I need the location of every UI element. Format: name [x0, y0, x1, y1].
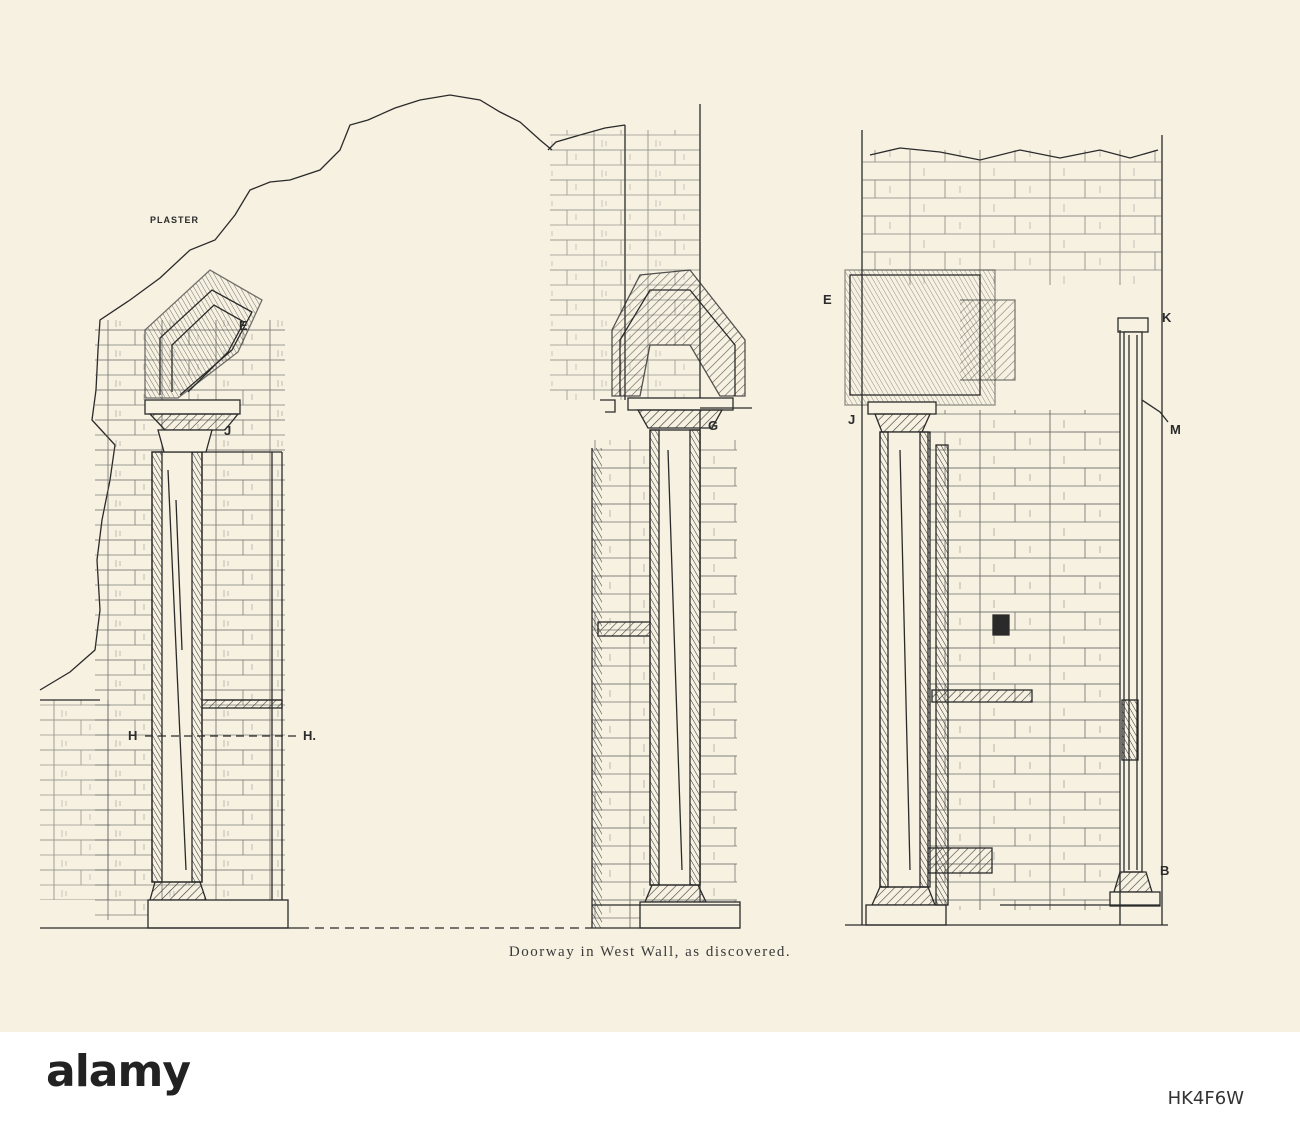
label-k-right: K: [1162, 310, 1172, 325]
left-jamb: [39, 94, 553, 929]
label-m-right: M: [1170, 422, 1181, 437]
label-b-right: B: [1160, 863, 1170, 878]
label-g-mid: G: [708, 418, 719, 433]
middle-jamb: [547, 104, 752, 929]
label-e-right: E: [823, 292, 832, 307]
plate-caption: Doorway in West Wall, as discovered.: [508, 944, 792, 960]
label-e-left: E: [239, 318, 248, 333]
stock-footer: alamy HK4F6W: [0, 1032, 1300, 1121]
label-j-left: J: [224, 423, 232, 438]
right-elevation: [844, 130, 1169, 926]
plaster-label: PLASTER: [150, 215, 200, 225]
label-j-right: J: [848, 412, 856, 427]
label-h-right: H.: [303, 728, 316, 743]
architectural-drawing: [39, 94, 1169, 929]
plate-background: PLASTER E J H H. G E J K M B Doorway in …: [0, 0, 1300, 1032]
label-h-left: H: [128, 728, 138, 743]
alamy-logo: alamy: [46, 1046, 191, 1097]
stock-image-id: HK4F6W: [1167, 1088, 1244, 1109]
